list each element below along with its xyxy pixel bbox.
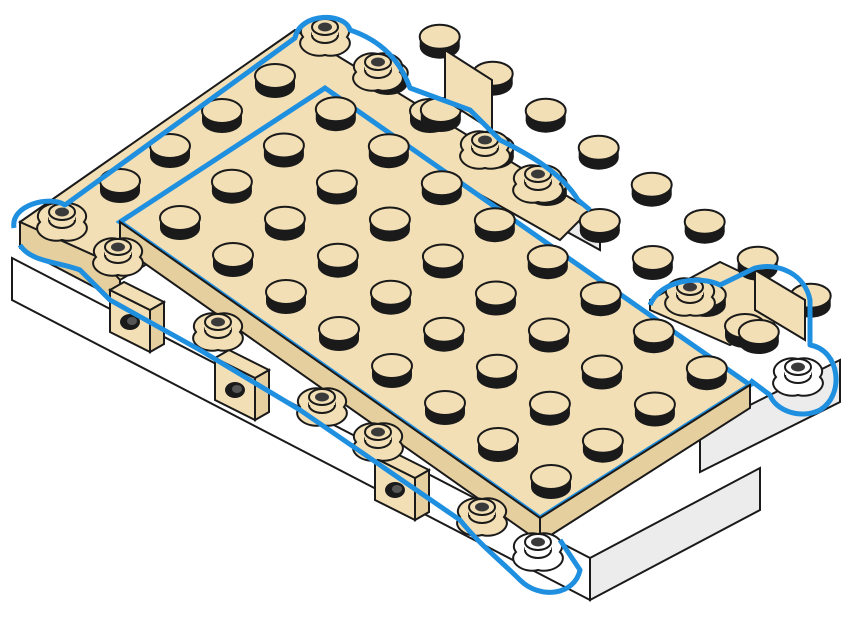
stud-icon [370, 208, 410, 242]
stud-icon [372, 354, 412, 388]
stud-icon [632, 173, 672, 207]
round-plate-icon [37, 203, 87, 241]
stud-icon [633, 246, 673, 280]
stud-icon [265, 207, 305, 241]
stud-icon [424, 318, 464, 352]
stud-icon [634, 319, 674, 353]
stud-icon [319, 317, 359, 351]
stud-icon [255, 64, 295, 98]
stud-icon [420, 25, 460, 59]
stud-icon [212, 170, 252, 204]
stud-icon [369, 134, 409, 168]
stud-icon [685, 210, 725, 244]
stud-icon [529, 319, 569, 353]
stud-icon [476, 282, 516, 316]
stud-icon [687, 356, 727, 390]
round-plate-icon [193, 313, 243, 351]
stud-icon [423, 245, 463, 279]
round-plate-icon [457, 498, 507, 536]
round-plate-icon [460, 131, 510, 169]
round-plate-icon [353, 423, 403, 461]
stud-icon [582, 356, 622, 390]
round-plate-icon [513, 533, 563, 571]
stud-icon [580, 209, 620, 243]
stud-icon [318, 244, 358, 278]
stud-icon [477, 355, 517, 389]
stud-icon [160, 206, 200, 240]
round-plate-icon [93, 238, 143, 276]
round-plate-icon [773, 358, 823, 396]
stud-icon [739, 320, 779, 354]
stud-icon [264, 134, 304, 168]
stud-icon [422, 171, 462, 205]
stud-icon [579, 136, 619, 170]
stud-icon [526, 99, 566, 133]
round-plate-icon [297, 388, 347, 426]
round-plate-icon [513, 165, 563, 203]
stud-icon [478, 428, 518, 462]
stud-icon [530, 392, 570, 426]
stud-icon [581, 282, 621, 316]
stud-icon [371, 281, 411, 315]
stud-icon [528, 245, 568, 279]
stud-icon [316, 97, 356, 131]
stud-icon [475, 208, 515, 242]
stud-icon [266, 280, 306, 314]
stud-icon [531, 465, 571, 499]
stud-icon [317, 171, 357, 205]
stud-icon [425, 391, 465, 425]
stud-icon [213, 243, 253, 277]
stud-icon [635, 393, 675, 427]
stud-icon [583, 429, 623, 463]
